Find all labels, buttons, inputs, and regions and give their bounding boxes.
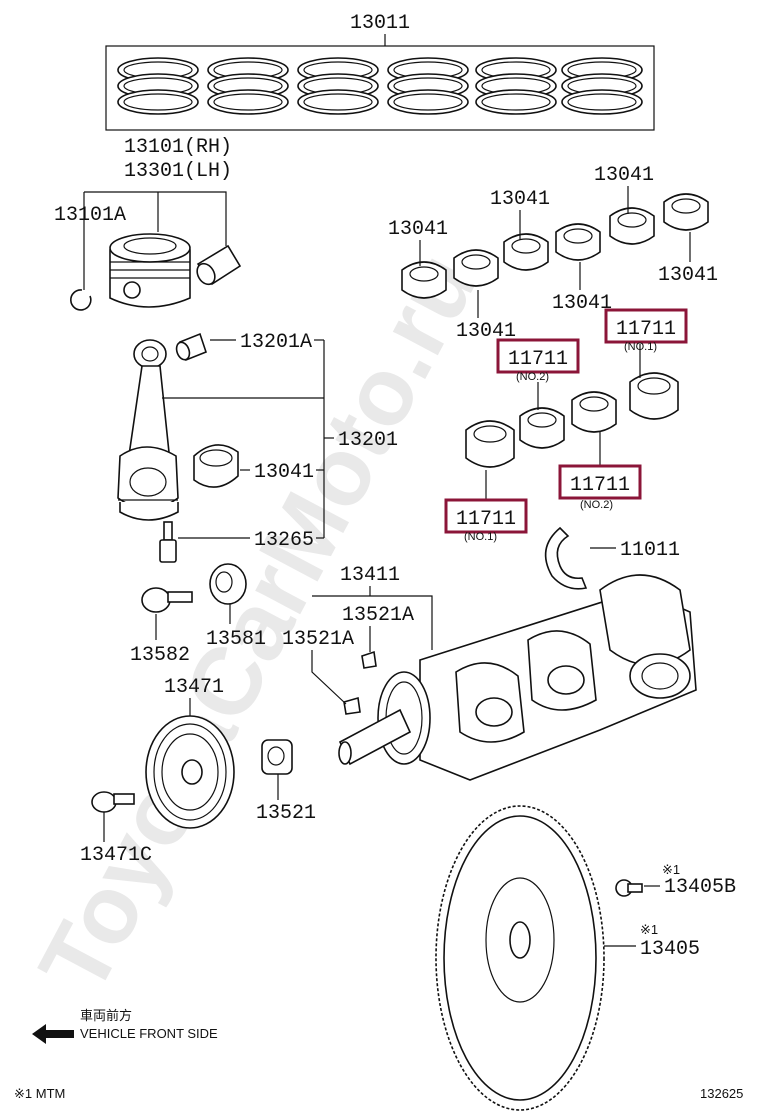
flywheel-bolt[interactable]: [615, 879, 643, 897]
flywheel-group: ※1 13405B ※1 13405: [435, 805, 736, 1111]
highlight-11711-b: [496, 338, 580, 374]
crankshaft-group: 13411 13521A 13521A: [282, 564, 697, 781]
label-13201[interactable]: 13201: [338, 429, 398, 452]
label-11711-a[interactable]: 11711: [616, 318, 676, 341]
label-13011[interactable]: 13011: [350, 12, 410, 35]
crank-bearing-upper-2[interactable]: [453, 249, 499, 287]
highlight-11711-c: [558, 464, 642, 500]
piston-pin[interactable]: [194, 244, 242, 288]
crank-key-a[interactable]: [361, 650, 377, 669]
direction-en: VEHICLE FRONT SIDE: [80, 1026, 218, 1041]
piston-ring-set-box: [105, 45, 655, 131]
crank-bearing-lower-1[interactable]: [465, 420, 515, 468]
label-13101-rh[interactable]: 13101(RH): [124, 136, 232, 159]
label-13301-lh[interactable]: 13301(LH): [124, 160, 232, 183]
crank-bearing-upper-3[interactable]: [503, 233, 549, 271]
crank-pulley[interactable]: [145, 715, 235, 829]
label-13521a-1[interactable]: 13521A: [342, 604, 414, 627]
label-13041-f[interactable]: 13041: [456, 320, 516, 343]
label-13041-a[interactable]: 13041: [388, 218, 448, 241]
label-13521a-2[interactable]: 13521A: [282, 628, 354, 651]
label-13405b-mark: ※1: [662, 862, 680, 877]
crankshaft[interactable]: [419, 574, 697, 781]
highlight-11711-d: [444, 498, 528, 534]
crank-pulley-group: 13471 13471C 13521: [80, 676, 316, 867]
direction-legend: 車両前方 VEHICLE FRONT SIDE: [32, 1008, 218, 1044]
label-13405-mark: ※1: [640, 922, 658, 937]
crank-sprocket-13521[interactable]: [261, 739, 293, 775]
connecting-rod-bearing[interactable]: [193, 444, 239, 488]
flywheel[interactable]: [435, 805, 605, 1111]
crank-bearing-lower-2[interactable]: [519, 407, 565, 449]
footnote: ※1 MTM: [14, 1086, 65, 1101]
label-11711-a-sub: (NO.1): [624, 341, 657, 353]
label-11711-b[interactable]: 11711: [508, 348, 568, 371]
crank-key-b[interactable]: [343, 696, 361, 715]
direction-jp: 車両前方: [80, 1008, 132, 1023]
label-13041-e[interactable]: 13041: [552, 292, 612, 315]
label-13405b[interactable]: 13405B: [664, 876, 736, 899]
figure-number: 132625: [700, 1086, 743, 1101]
label-11711-d-sub: (NO.1): [464, 531, 497, 543]
label-13041-b[interactable]: 13041: [490, 188, 550, 211]
label-13265[interactable]: 13265: [254, 529, 314, 552]
crank-bearings-upper-group: 13041 13041 13041 13041 13041 13041: [388, 164, 718, 343]
crank-timing-gear[interactable]: [338, 671, 431, 766]
pulley-bolt-13582[interactable]: [141, 587, 193, 613]
thrust-washer-group: 11011: [544, 526, 680, 590]
label-11711-c[interactable]: 11711: [570, 474, 630, 497]
crank-bearing-lower-4[interactable]: [629, 372, 679, 420]
piston-ring-set-group: 13011: [105, 12, 655, 131]
label-11711-d[interactable]: 11711: [456, 508, 516, 531]
label-13582[interactable]: 13582: [130, 644, 190, 667]
label-13101a[interactable]: 13101A: [54, 204, 126, 227]
crank-bearing-upper-1[interactable]: [401, 261, 447, 299]
piston-pin-snap-ring[interactable]: [70, 289, 92, 311]
label-11011[interactable]: 11011: [620, 539, 680, 562]
label-13405[interactable]: 13405: [640, 938, 700, 961]
small-parts-group: 13582 13581: [130, 563, 266, 667]
crank-bearing-upper-5[interactable]: [609, 207, 655, 245]
connecting-rod-group: 13201A 13201 13041 13265: [117, 331, 398, 563]
plate-13581[interactable]: [209, 563, 247, 605]
label-13041-d[interactable]: 13041: [658, 264, 718, 287]
label-13041-rod[interactable]: 13041: [254, 461, 314, 484]
connecting-rod-bushing[interactable]: [174, 332, 207, 362]
crank-bearing-upper-4[interactable]: [555, 223, 601, 261]
label-13411[interactable]: 13411: [340, 564, 400, 587]
label-11711-c-sub: (NO.2): [580, 499, 613, 511]
crank-bearing-lower-3[interactable]: [571, 391, 617, 433]
connecting-rod-bolt[interactable]: [159, 521, 177, 563]
label-13201a[interactable]: 13201A: [240, 331, 312, 354]
crank-bearings-lower-group: 11711 (NO.1) 11711 (NO.2) 11711 (NO.2) 1…: [444, 308, 688, 543]
label-13581[interactable]: 13581: [206, 628, 266, 651]
thrust-washer[interactable]: [544, 526, 588, 590]
highlight-11711-a: [604, 308, 688, 344]
piston-ring-set-rings[interactable]: [117, 57, 643, 115]
label-13471c[interactable]: 13471C: [80, 844, 152, 867]
pulley-bolt-13471c[interactable]: [91, 791, 135, 813]
label-13521[interactable]: 13521: [256, 802, 316, 825]
label-13041-c[interactable]: 13041: [594, 164, 654, 187]
label-13471[interactable]: 13471: [164, 676, 224, 699]
piston[interactable]: [109, 233, 191, 308]
label-11711-b-sub: (NO.2): [516, 371, 549, 383]
piston-group: 13101(RH) 13301(LH) 13101A: [54, 136, 242, 311]
front-arrow-icon: [32, 1024, 74, 1044]
crank-bearing-upper-6[interactable]: [663, 193, 709, 231]
connecting-rod[interactable]: [117, 339, 179, 521]
